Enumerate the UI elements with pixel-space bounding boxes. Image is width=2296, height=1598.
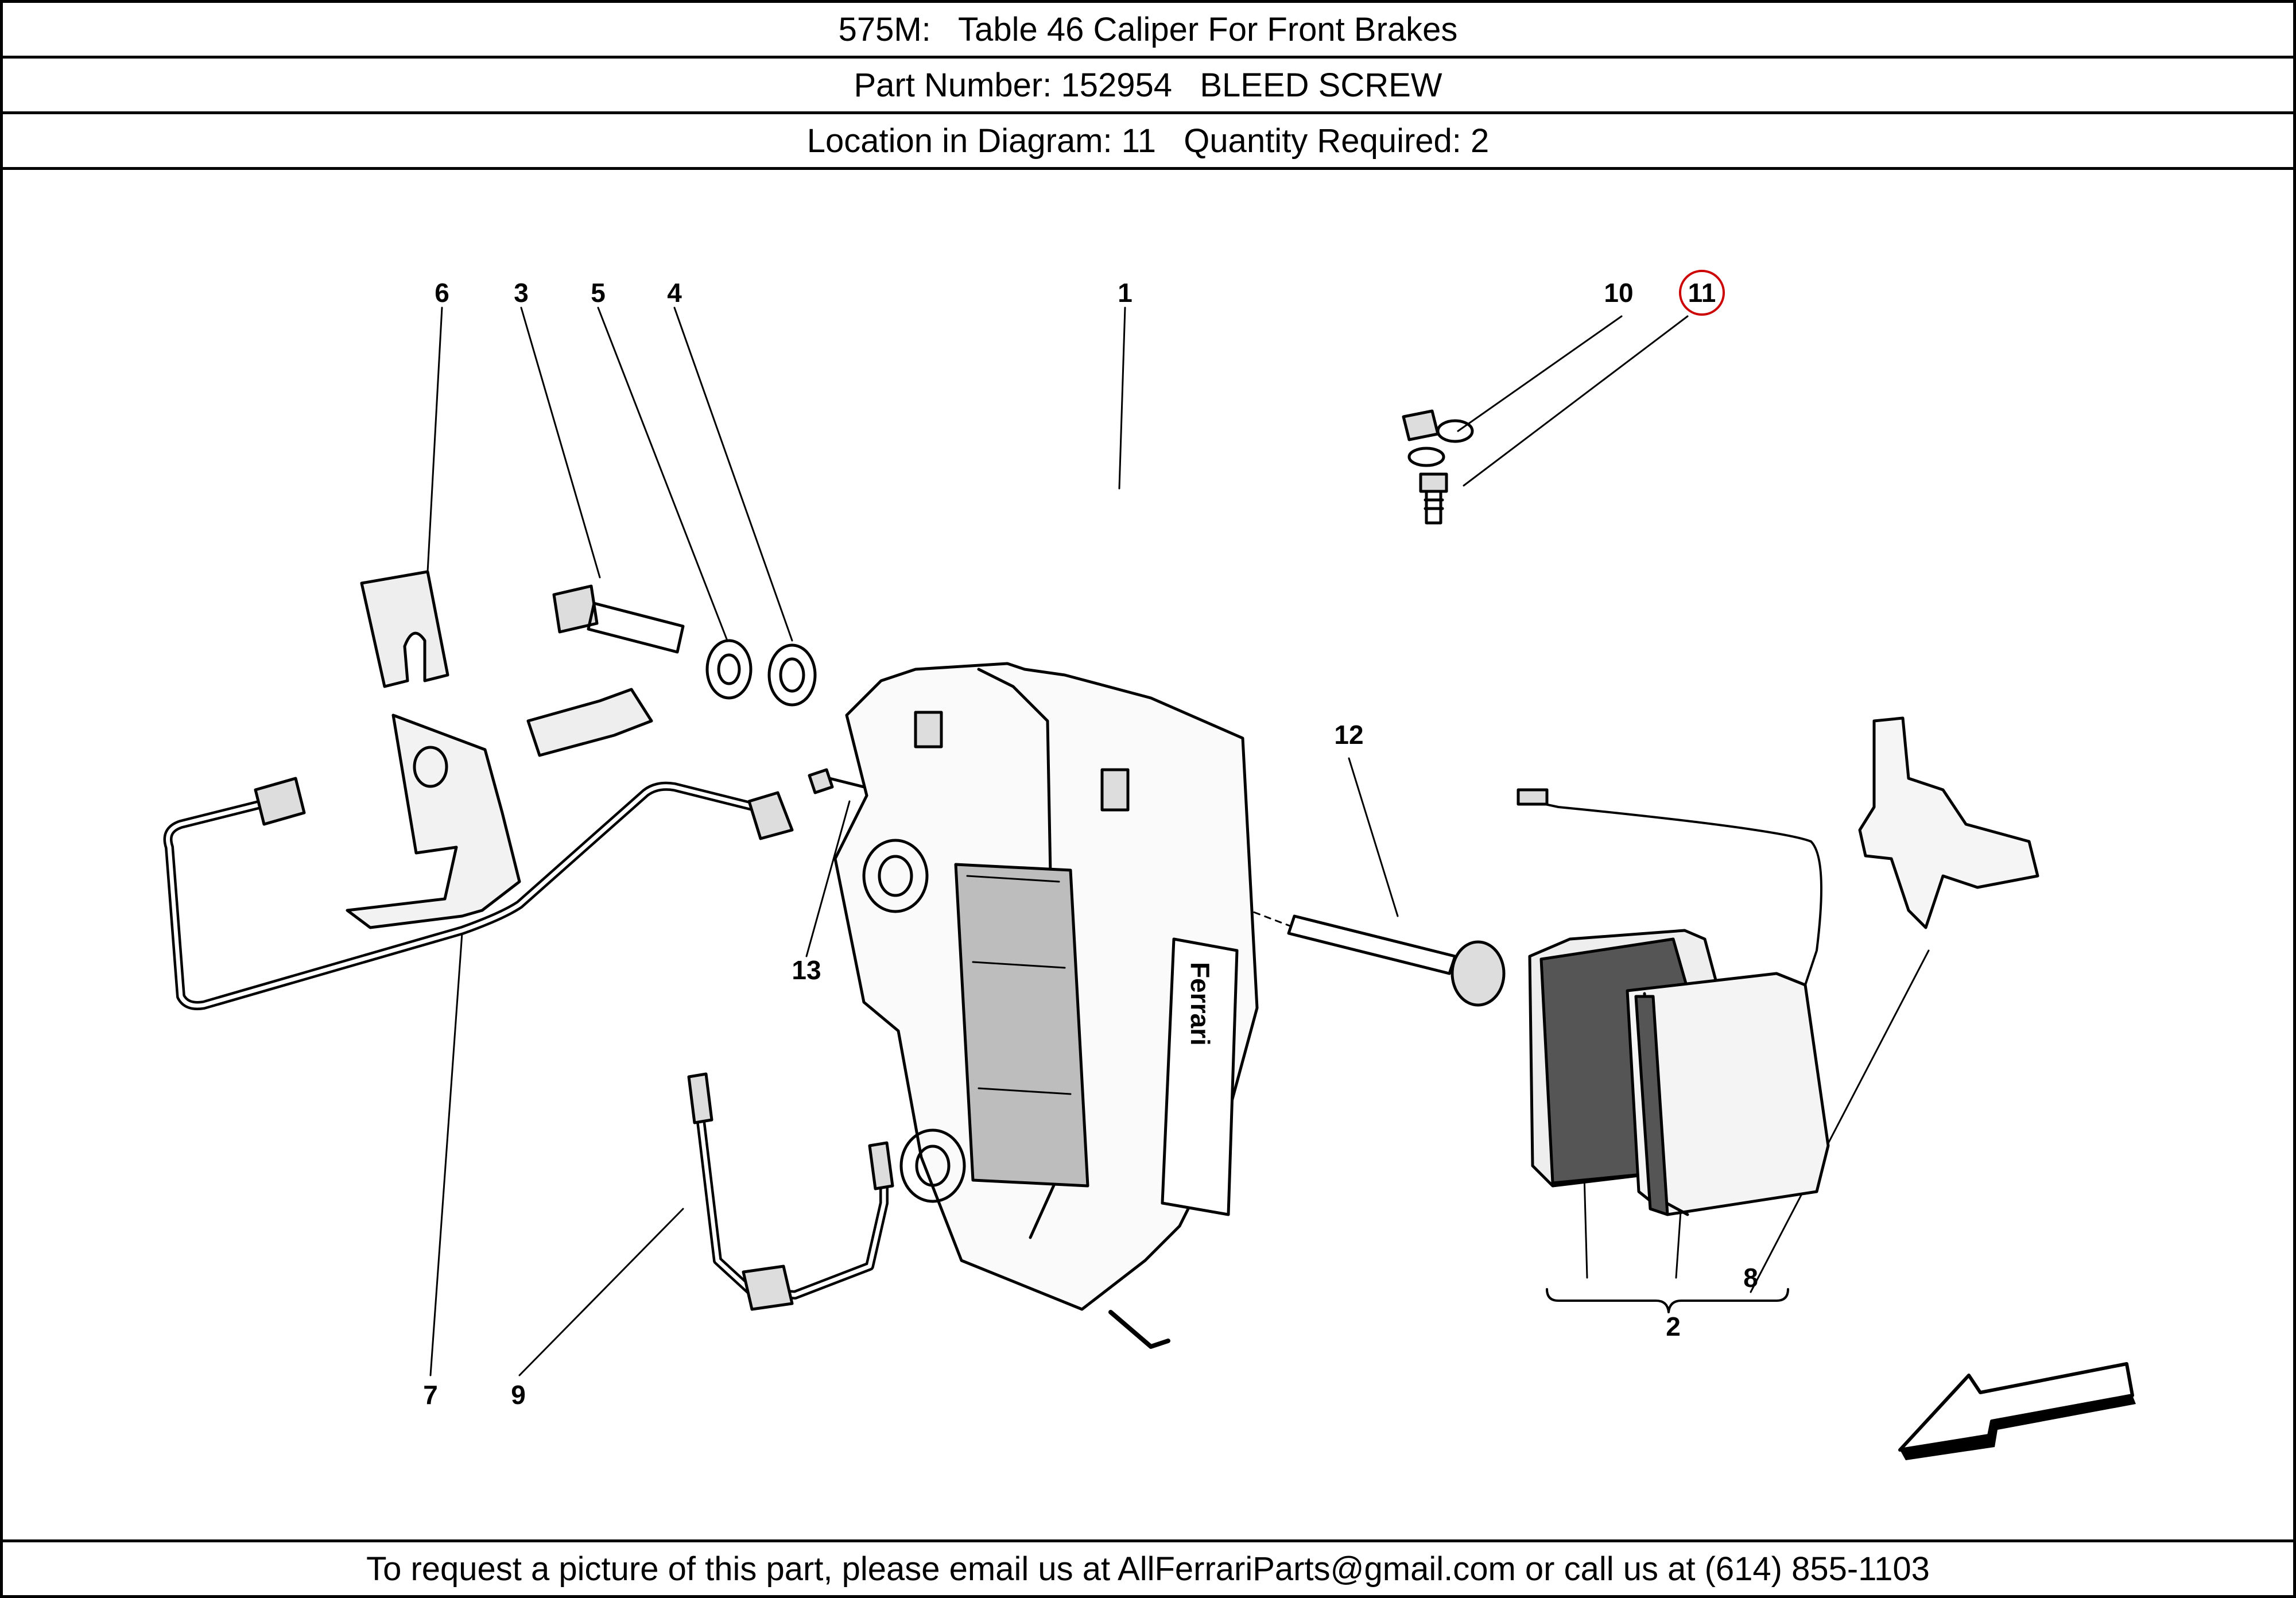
caliper-bolt-set bbox=[552, 584, 817, 707]
bracket-hole bbox=[413, 746, 448, 788]
callout-3: 3 bbox=[514, 278, 529, 308]
pipe-nut-right bbox=[747, 791, 794, 840]
pad-group-bracket bbox=[1546, 1288, 1789, 1313]
callout-13: 13 bbox=[792, 955, 821, 985]
hose-adapter bbox=[526, 688, 653, 757]
callout-9: 9 bbox=[511, 1380, 526, 1410]
guide-pin bbox=[1287, 914, 1506, 1007]
pipe-nut-left bbox=[254, 777, 306, 826]
page-title: 575M: Table 46 Caliper For Front Brakes bbox=[3, 3, 2293, 59]
callout-8: 8 bbox=[1743, 1263, 1758, 1293]
location-row: Location in Diagram: 11 Quantity Require… bbox=[3, 114, 2293, 170]
callout-6: 6 bbox=[435, 278, 449, 308]
callout-5: 5 bbox=[591, 278, 606, 308]
wear-sensor-plug bbox=[1517, 788, 1549, 806]
callout-1: 1 bbox=[1118, 278, 1133, 308]
wear-sensor-wire bbox=[1517, 797, 1822, 986]
contact-footer: To request a picture of this part, pleas… bbox=[3, 1539, 2293, 1595]
flexible-brake-hose bbox=[687, 1072, 894, 1311]
bleed-screw-assembly bbox=[1402, 409, 1474, 525]
mounting-bracket bbox=[346, 713, 521, 929]
pad-spring-clip bbox=[1858, 716, 2039, 929]
brake-pads bbox=[1528, 929, 1830, 1216]
parts-diagram: Ferrari bbox=[3, 170, 2293, 1545]
callout-10: 10 bbox=[1604, 278, 1633, 308]
callout-12: 12 bbox=[1334, 720, 1363, 750]
callout-7: 7 bbox=[423, 1380, 438, 1410]
retaining-clip bbox=[360, 570, 449, 688]
caliper-logo: Ferrari bbox=[1185, 962, 1215, 1046]
callout-2: 2 bbox=[1666, 1312, 1681, 1341]
highlight-circle-11 bbox=[1679, 270, 1725, 316]
callout-labels: 1 2 3 4 5 6 7 8 9 10 11 12 13 bbox=[423, 278, 1758, 1410]
part-number-row: Part Number: 152954 BLEED SCREW bbox=[3, 59, 2293, 114]
callout-4: 4 bbox=[667, 278, 682, 308]
callout-11: 11 bbox=[1688, 278, 1716, 308]
direction-arrow-icon bbox=[1898, 1362, 2134, 1452]
brake-caliper: Ferrari bbox=[833, 662, 1259, 1349]
